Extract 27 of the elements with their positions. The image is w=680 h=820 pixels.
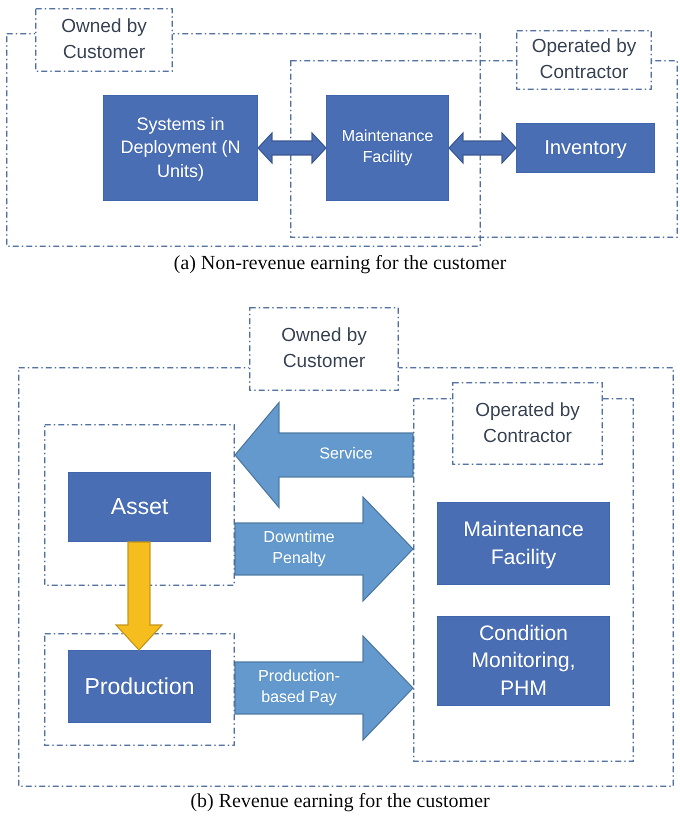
block-arrow (234, 400, 414, 510)
edge-label: Service (318, 444, 374, 465)
process-box: Maintenance Facility (437, 502, 610, 585)
block-arrow (114, 541, 164, 651)
figure-caption: (b) Revenue earning for the customer (189, 790, 491, 813)
block-arrow (448, 131, 517, 165)
block-arrow (234, 496, 414, 602)
process-box: Production (68, 650, 211, 723)
block-arrow (257, 131, 327, 165)
process-box: Condition Monitoring, PHM (437, 616, 610, 706)
edge-label: Production-based Pay (257, 667, 341, 708)
region-label: Owned by Customer (249, 307, 399, 391)
edge-label: Downtime Penalty (262, 528, 336, 569)
process-box: Maintenance Facility (326, 95, 449, 201)
figure-caption: (a) Non-revenue earning for the customer (172, 252, 508, 275)
process-box: Asset (68, 472, 211, 542)
ownership-region (413, 382, 634, 762)
region-label: Owned by Customer (35, 8, 173, 72)
process-box: Systems in Deployment (N Units) (103, 95, 258, 201)
ownership-region (6, 8, 481, 247)
process-box: Inventory (516, 123, 655, 173)
region-label: Operated by Contractor (516, 30, 652, 90)
region-label: Operated by Contractor (452, 382, 603, 465)
group-box (44, 633, 235, 746)
block-arrow (234, 634, 414, 742)
group-box (44, 424, 235, 586)
ownership-region (18, 307, 674, 787)
